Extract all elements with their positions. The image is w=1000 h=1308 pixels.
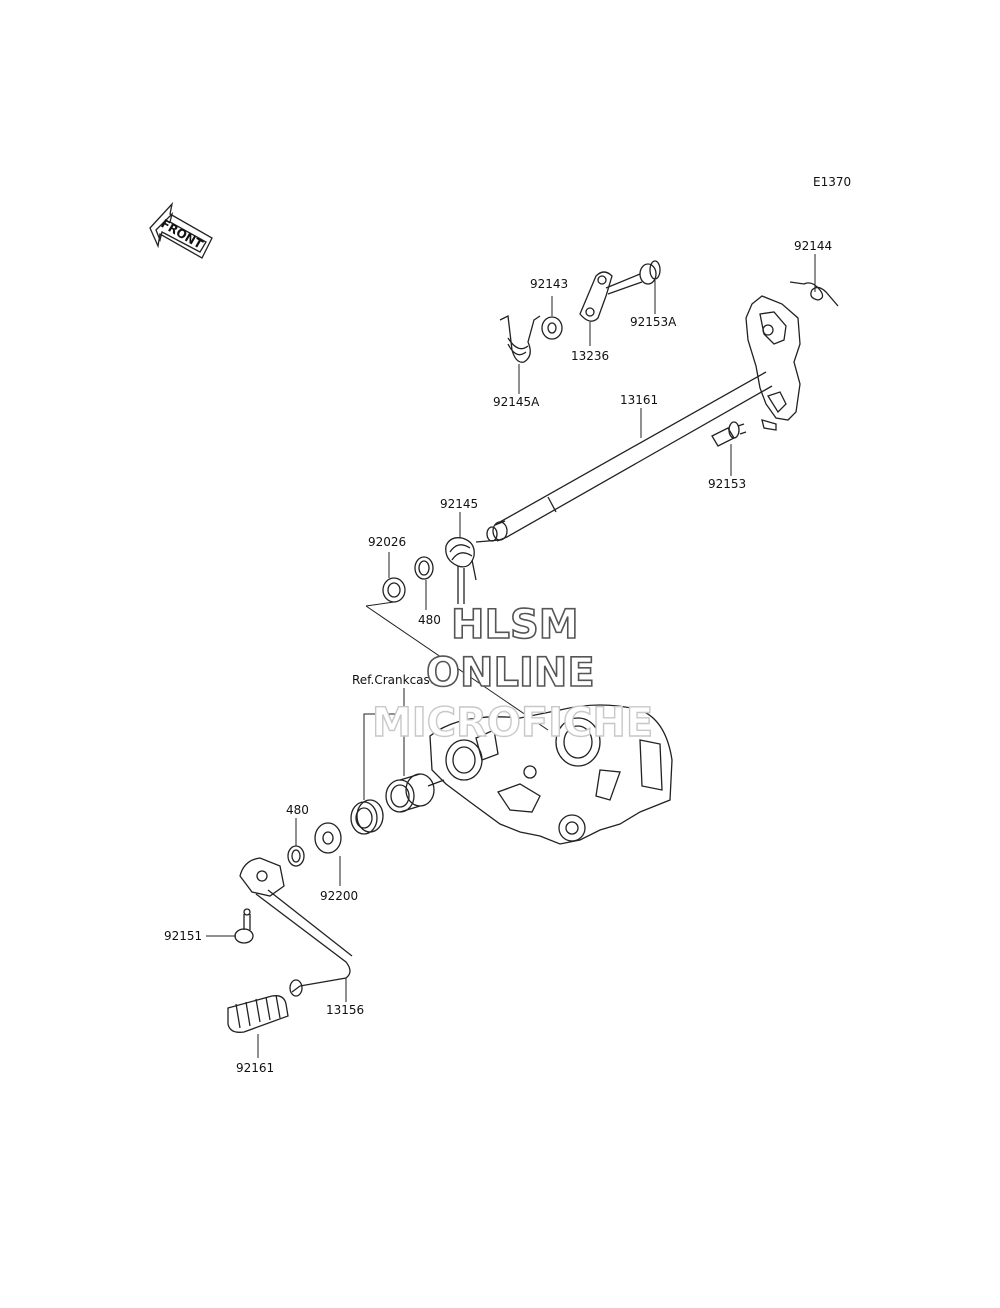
washer-92200 (314, 822, 342, 854)
spring-92145 (445, 537, 501, 604)
part-label-92145A: 92145A (493, 395, 540, 409)
washer-92026 (382, 577, 406, 603)
circlip-480-lower (287, 845, 305, 867)
front-arrow-icon: FRONT (149, 201, 213, 259)
part-label-92145: 92145 (440, 497, 478, 511)
bolt-92153A (605, 260, 661, 295)
bolt-92151 (234, 908, 254, 944)
bolt-92153 (711, 421, 747, 447)
part-label-92200: 92200 (320, 889, 358, 903)
shift-shaft-13161 (486, 295, 801, 542)
part-label-480-upper: 480 (418, 613, 441, 627)
part-label-92144: 92144 (794, 239, 832, 253)
watermark-line-2: ONLINE (426, 650, 595, 696)
part-label-92153A: 92153A (630, 315, 677, 329)
part-label-13236: 13236 (571, 349, 609, 363)
shift-pedal-13156 (239, 857, 353, 997)
watermark-line-3: MICROFICHE (372, 700, 653, 746)
part-label-13156: 13156 (326, 1003, 364, 1017)
oil-seal (350, 799, 384, 835)
watermark-line-1: HLSM (451, 602, 579, 648)
part-label-13161: 13161 (620, 393, 658, 407)
part-label-480-lower: 480 (286, 803, 309, 817)
part-label-92153: 92153 (708, 477, 746, 491)
part-label-92161: 92161 (236, 1061, 274, 1075)
part-label-92151: 92151 (164, 929, 202, 943)
needle-bearing (385, 773, 445, 813)
collar-92143 (541, 316, 563, 340)
circlip-480-upper (414, 556, 434, 580)
diagram-code: E1370 (813, 175, 851, 189)
part-label-92143: 92143 (530, 277, 568, 291)
part-label-92026: 92026 (368, 535, 406, 549)
spring-92145A (499, 315, 541, 363)
pedal-rubber-92161 (227, 994, 289, 1033)
ref-crankcase-label: Ref.Crankcase (352, 673, 437, 687)
plate-13236 (579, 271, 613, 322)
spring-92144 (789, 281, 839, 307)
crankcase-reference (429, 704, 673, 845)
